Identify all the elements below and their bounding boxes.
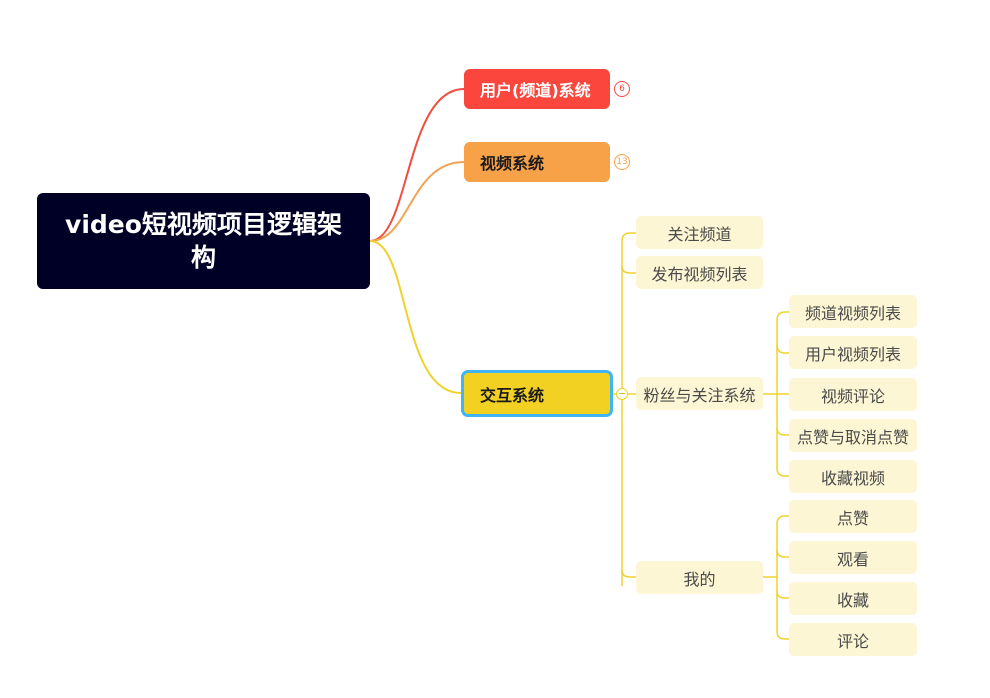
collapse-toggle-icon[interactable] bbox=[616, 388, 628, 400]
node-follow-channel[interactable]: 关注频道 bbox=[636, 216, 763, 249]
branch-interaction-system[interactable]: 交互系统 bbox=[461, 370, 613, 417]
node-label: 发布视频列表 bbox=[651, 264, 748, 284]
node-label: 观看 bbox=[836, 549, 869, 569]
branch-user-label: 用户(频道)系统 bbox=[480, 81, 591, 100]
collapsed-count-badge-video[interactable]: 13 bbox=[614, 154, 630, 170]
connector-root-user bbox=[369, 88, 465, 242]
node-label: 评论 bbox=[836, 631, 869, 651]
node-user-video-list[interactable]: 用户视频列表 bbox=[789, 336, 917, 369]
connector-root-interaction bbox=[369, 240, 462, 394]
node-publish-video-list[interactable]: 发布视频列表 bbox=[636, 256, 763, 289]
node-label: 收藏 bbox=[836, 590, 869, 610]
node-like-unlike[interactable]: 点赞与取消点赞 bbox=[789, 419, 917, 452]
connector-root-video bbox=[369, 161, 465, 242]
branch-video-system[interactable]: 视频系统 bbox=[464, 142, 610, 182]
node-channel-video-list[interactable]: 频道视频列表 bbox=[789, 295, 917, 328]
node-mine-comments[interactable]: 评论 bbox=[789, 623, 917, 656]
node-label: 关注频道 bbox=[667, 224, 732, 244]
root-node[interactable]: video短视频项目逻辑架构 bbox=[37, 193, 370, 289]
node-label: 我的 bbox=[683, 569, 716, 589]
node-fans-follow-system[interactable]: 粉丝与关注系统 bbox=[636, 377, 763, 410]
root-label: video短视频项目逻辑架构 bbox=[65, 210, 342, 272]
node-mine-watched[interactable]: 观看 bbox=[789, 541, 917, 574]
node-label: 用户视频列表 bbox=[804, 344, 901, 364]
node-label: 点赞 bbox=[836, 508, 869, 528]
node-label: 收藏视频 bbox=[820, 468, 885, 488]
branch-video-label: 视频系统 bbox=[480, 154, 545, 173]
branch-interaction-label: 交互系统 bbox=[480, 385, 545, 405]
node-mine[interactable]: 我的 bbox=[636, 561, 763, 594]
node-favorite-video[interactable]: 收藏视频 bbox=[789, 460, 917, 493]
node-label: 频道视频列表 bbox=[804, 303, 901, 323]
node-label: 点赞与取消点赞 bbox=[796, 427, 909, 447]
node-label: 粉丝与关注系统 bbox=[643, 385, 756, 405]
node-mine-likes[interactable]: 点赞 bbox=[789, 500, 917, 533]
collapsed-count-badge-user[interactable]: 6 bbox=[614, 81, 630, 97]
node-video-comments[interactable]: 视频评论 bbox=[789, 378, 917, 411]
node-label: 视频评论 bbox=[820, 386, 885, 406]
branch-user-system[interactable]: 用户(频道)系统 bbox=[464, 69, 610, 109]
node-mine-favorites[interactable]: 收藏 bbox=[789, 582, 917, 615]
